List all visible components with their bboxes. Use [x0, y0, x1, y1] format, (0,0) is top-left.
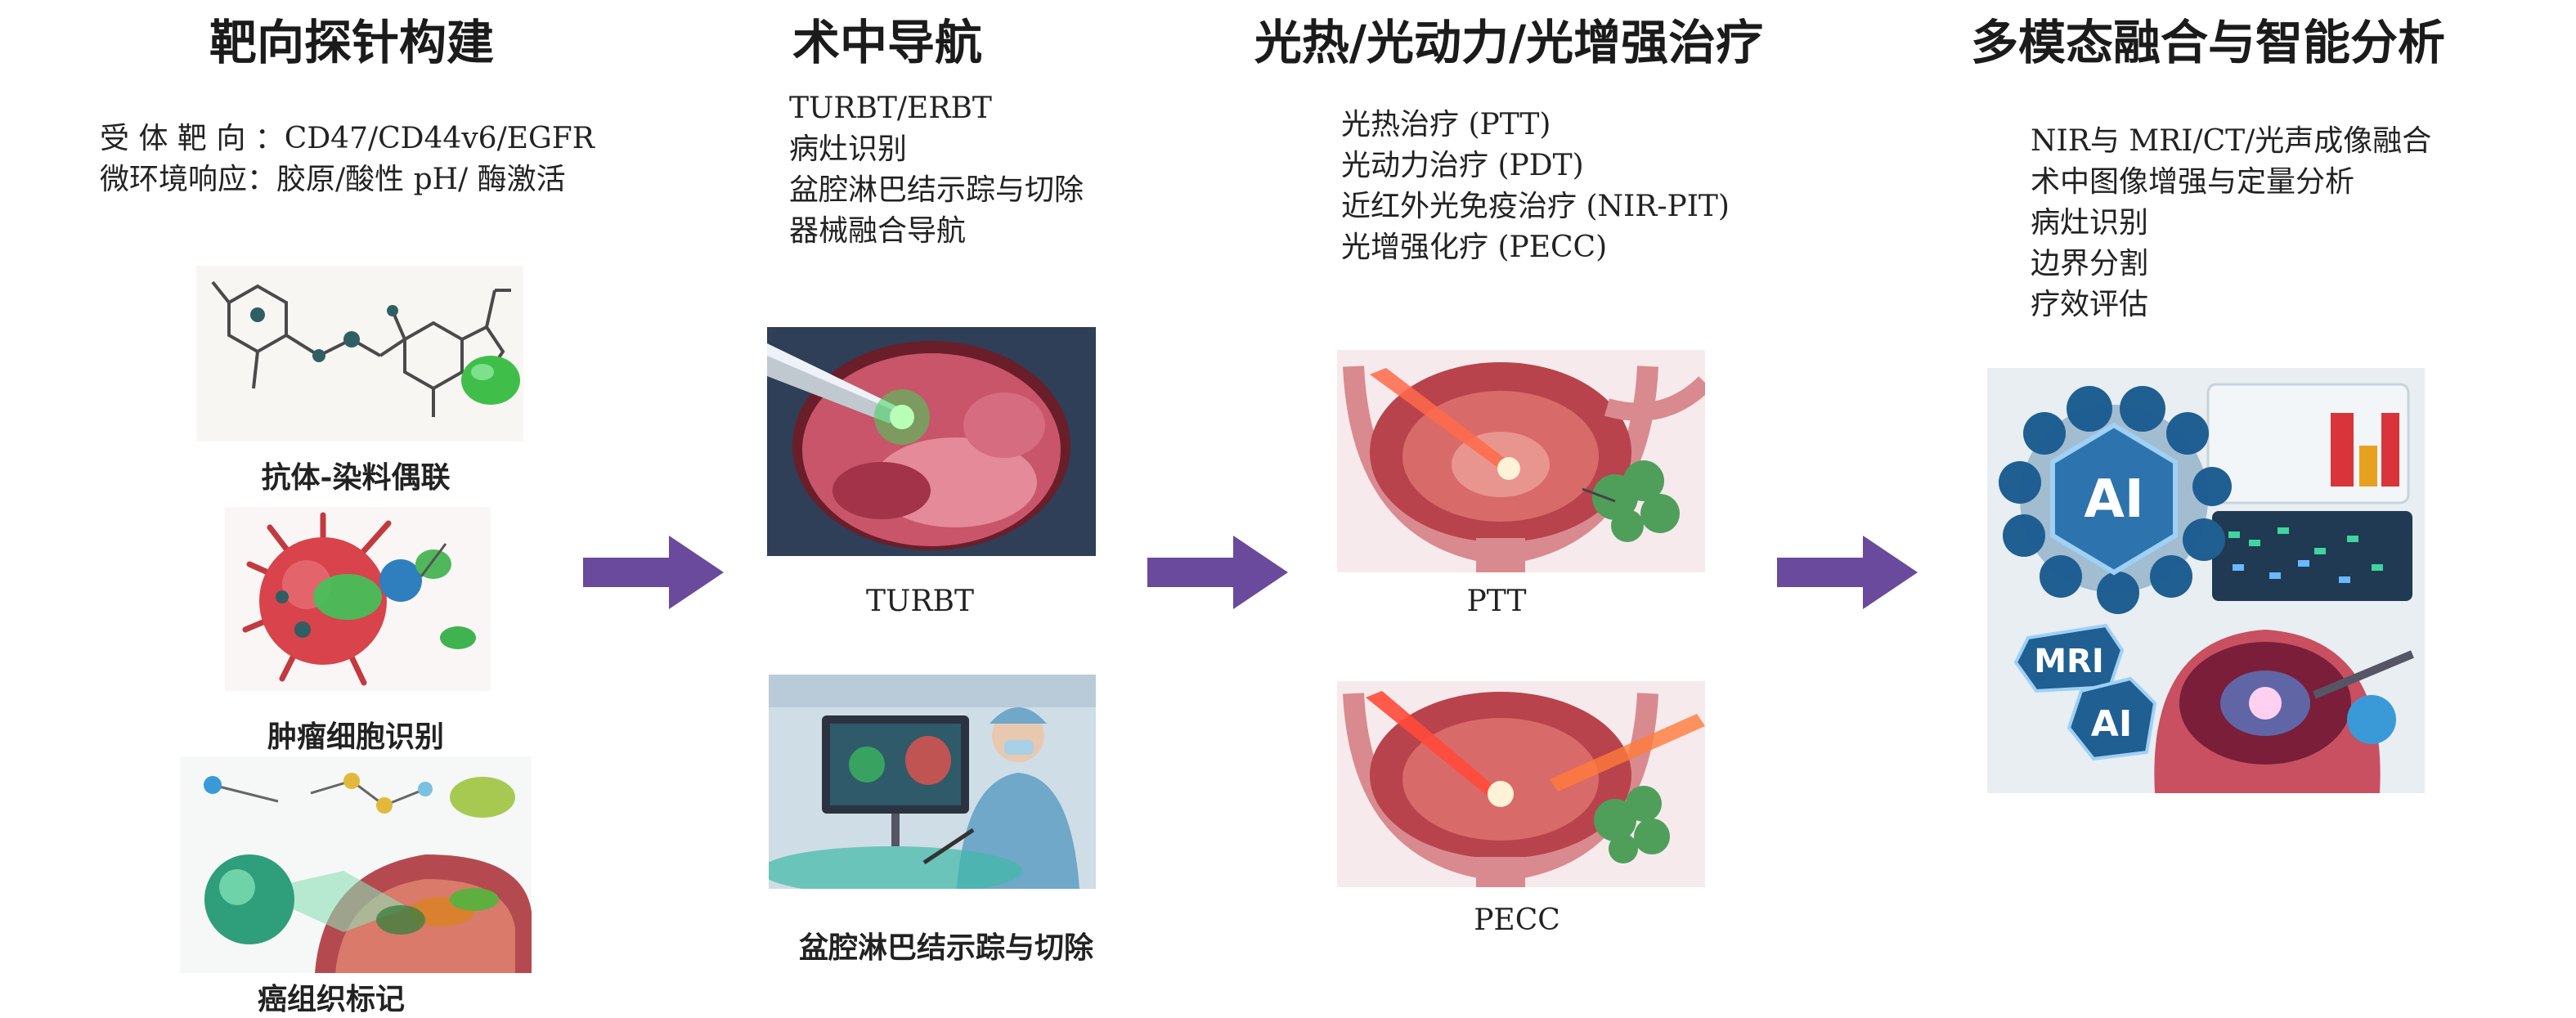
- caption-pecc: PECC: [1474, 904, 1560, 937]
- phototherapy-line-pdt: 光动力治疗 (PDT): [1341, 149, 1584, 182]
- caption-tumor-recognition: 肿瘤细胞识别: [267, 720, 445, 754]
- multimodal-description: NIR与 MRI/CT/光声成像融合 术中图像增强与定量分析 病灶识别 边界分割…: [2031, 121, 2431, 325]
- caption-lymph-node: 盆腔淋巴结示踪与切除: [798, 931, 1094, 965]
- navigation-line-instrument: 器械融合导航: [789, 214, 967, 248]
- phototherapy-line-pecc: 光增强化疗 (PECC): [1341, 231, 1608, 264]
- multimodal-line-enhancement: 术中图像增强与定量分析: [2031, 165, 2355, 199]
- caption-cancer-tissue: 癌组织标记: [257, 982, 406, 1016]
- probe-description: 受 体 靶 向 ：CD47/CD44v6/EGFR 微环境响应：胶原/酸性 pH…: [100, 119, 595, 200]
- multimodal-line-evaluation: 疗效评估: [2031, 288, 2149, 321]
- navigation-description: TURBT/ERBT 病灶识别 盆腔淋巴结示踪与切除 器械融合导航: [789, 88, 1084, 252]
- mri-badge-label: MRI: [2034, 643, 2104, 680]
- flow-arrow-1: [583, 536, 724, 609]
- ai-analysis-panel: AI MRI AI: [1987, 368, 2425, 793]
- column-title-phototherapy: 光热/光动力/光增强治疗: [1254, 15, 1764, 70]
- turbt-endoscopic-image: [767, 327, 1096, 556]
- multimodal-line-lesion: 病灶识别: [2031, 206, 2149, 240]
- probe-line-microenvironment: 微环境响应：胶原/酸性 pH/ 酶激活: [100, 163, 566, 196]
- ptt-therapy-image: [1337, 350, 1705, 572]
- navigation-line-turbt: TURBT/ERBT: [789, 92, 992, 125]
- navigation-line-lesion: 病灶识别: [789, 132, 908, 166]
- navigation-line-lymph: 盆腔淋巴结示踪与切除: [789, 173, 1084, 207]
- caption-antibody-dye: 抗体-染料偶联: [261, 460, 451, 495]
- lymph-node-surgery-image: [769, 675, 1096, 889]
- multimodal-line-fusion: NIR与 MRI/CT/光声成像融合: [2031, 124, 2432, 158]
- antibody-dye-molecule-image: [196, 266, 523, 442]
- multimodal-line-segmentation: 边界分割: [2031, 247, 2149, 280]
- pecc-therapy-image: [1337, 681, 1705, 887]
- caption-turbt: TURBT: [866, 585, 974, 618]
- caption-ptt: PTT: [1466, 585, 1527, 618]
- flow-arrow-2: [1147, 536, 1288, 609]
- probe-line-receptor: 受 体 靶 向 ：CD47/CD44v6/EGFR: [100, 122, 595, 155]
- column-title-multimodal: 多模态融合与智能分析: [1970, 15, 2446, 70]
- phototherapy-line-nirpit: 近红外光免疫治疗 (NIR-PIT): [1341, 190, 1730, 223]
- tumor-cell-recognition-image: [225, 507, 491, 691]
- phototherapy-description: 光热治疗 (PTT) 光动力治疗 (PDT) 近红外光免疫治疗 (NIR-PIT…: [1341, 105, 1730, 268]
- ai-hex-label: AI: [2084, 469, 2143, 530]
- flow-arrow-3: [1777, 536, 1918, 609]
- ai-badge-label: AI: [2091, 703, 2132, 745]
- column-title-probe: 靶向探针构建: [209, 15, 495, 70]
- cancer-tissue-labeling-image: [180, 756, 532, 973]
- phototherapy-line-ptt: 光热治疗 (PTT): [1341, 108, 1551, 141]
- column-title-navigation: 术中导航: [792, 15, 983, 70]
